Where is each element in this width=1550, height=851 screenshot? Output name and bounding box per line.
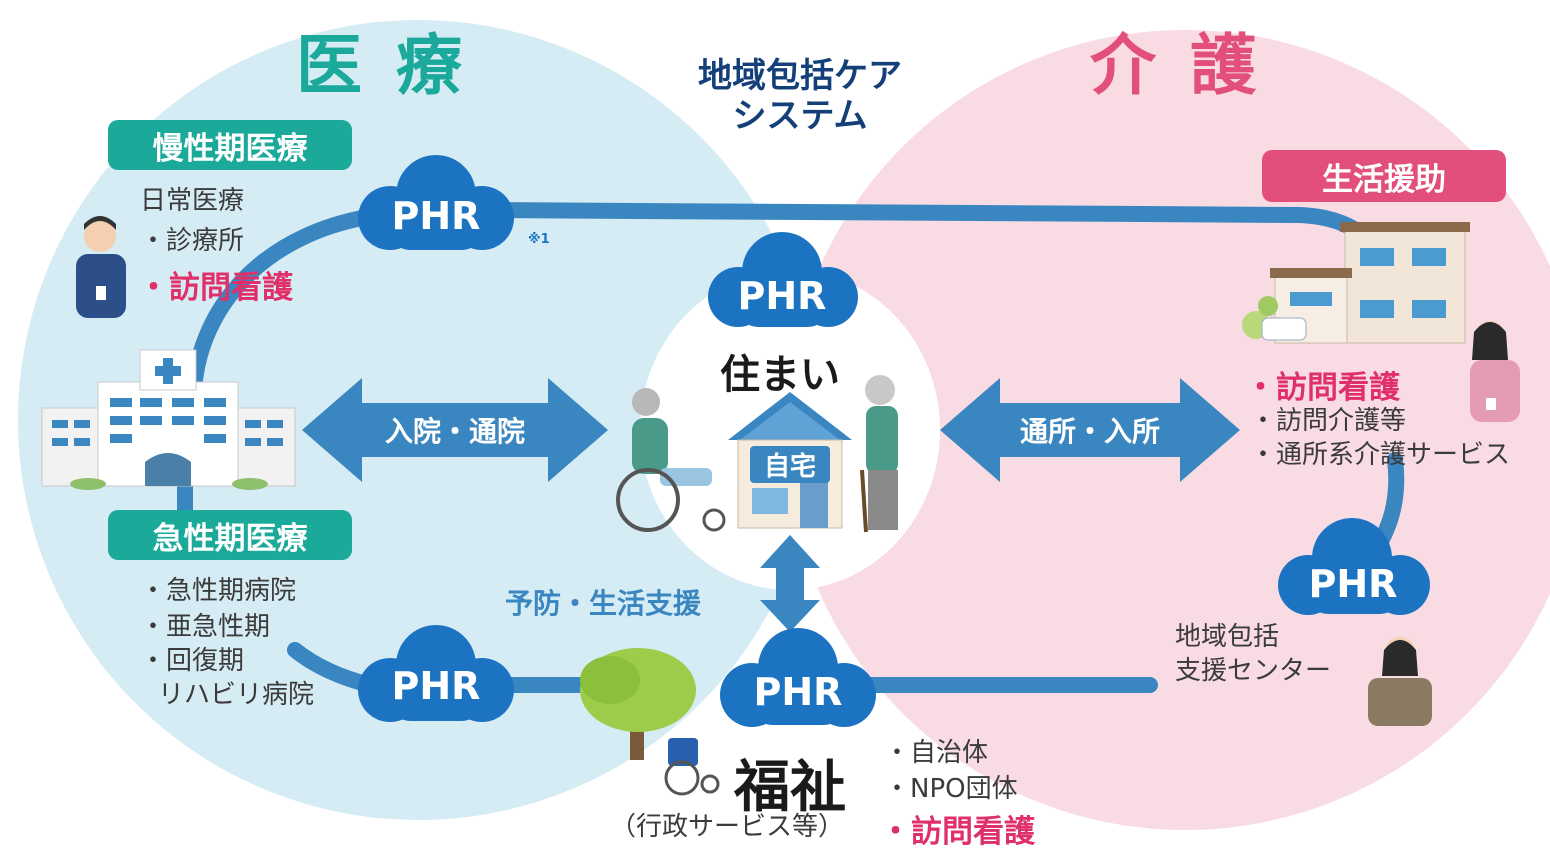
care-title: 介護 xyxy=(1090,27,1290,104)
elderly-standing-icon xyxy=(860,375,898,533)
doctor-icon xyxy=(76,216,126,318)
cloud-right xyxy=(1278,518,1430,615)
phr-label-center: PHR xyxy=(737,274,827,318)
wheelchair-icon xyxy=(664,738,720,796)
wheelchair-person-icon xyxy=(616,388,726,532)
cloud-top-left xyxy=(358,155,514,250)
prevention-label: 予防・生活支援 xyxy=(505,587,702,620)
system-title-line1: 地域包括ケア xyxy=(698,56,902,96)
nurse-icon xyxy=(1470,321,1520,422)
system-title-line2: システム xyxy=(732,96,868,136)
facility-arrow xyxy=(940,378,1240,482)
care-item-home-care: ・訪問介護等 xyxy=(1250,406,1407,436)
center-staff-icon xyxy=(1368,637,1432,726)
chronic-item-clinic: ・診療所 xyxy=(140,226,245,256)
support-center-line1: 地域包括 xyxy=(1175,622,1280,652)
phr-label-bottom-center: PHR xyxy=(753,670,843,714)
prevention-arrow xyxy=(760,535,820,632)
phr-label-top-left: PHR xyxy=(391,194,481,238)
care-visiting-nursing: ・訪問看護 xyxy=(1245,370,1400,406)
hospital-icon xyxy=(41,349,296,490)
phr-footnote: ※1 xyxy=(528,232,550,247)
housing-title: 住まい xyxy=(720,352,840,398)
hospital-arrow-label: 入院・通院 xyxy=(384,415,525,448)
cloud-bottom-center xyxy=(720,628,876,727)
welfare-subtitle: （行政サービス等） xyxy=(610,812,845,842)
hospital-arrow xyxy=(302,378,608,482)
medical-title: 医療 xyxy=(296,27,496,104)
arrow-shapes xyxy=(302,378,1240,632)
facility-arrow-label: 通所・入所 xyxy=(1019,415,1160,448)
chronic-care-label: 慢性期医療 xyxy=(108,120,352,170)
support-center-line2: 支援センター xyxy=(1175,656,1332,686)
cloud-center xyxy=(708,232,858,327)
tree-icon xyxy=(580,648,696,760)
acute-item-hospital: ・急性期病院 xyxy=(140,576,297,606)
home-label: 自宅 xyxy=(750,446,830,483)
phr-label-right: PHR xyxy=(1308,562,1398,606)
acute-item-recovery: ・回復期 xyxy=(140,646,245,676)
welfare-item-npo: ・NPO団体 xyxy=(884,774,1018,804)
cloud-bottom-left xyxy=(358,625,514,722)
acute-item-rehab: リハビリ病院 xyxy=(158,680,315,710)
acute-item-subacute: ・亜急性期 xyxy=(140,612,271,642)
life-support-label: 生活援助 xyxy=(1262,150,1506,202)
chronic-visiting-nursing: ・訪問看護 xyxy=(138,270,293,306)
acute-care-label: 急性期医療 xyxy=(108,510,352,560)
phr-label-bottom-left: PHR xyxy=(391,664,481,708)
welfare-visiting-nursing: ・訪問看護 xyxy=(880,814,1035,850)
care-item-day-service: ・通所系介護サービス xyxy=(1250,440,1511,470)
care-facility-icon xyxy=(1242,222,1470,344)
chronic-item-daily: 日常医療 xyxy=(140,186,245,216)
phr-clouds xyxy=(358,155,1430,727)
welfare-title: 福祉 xyxy=(734,755,846,820)
welfare-item-municipality: ・自治体 xyxy=(884,738,989,768)
